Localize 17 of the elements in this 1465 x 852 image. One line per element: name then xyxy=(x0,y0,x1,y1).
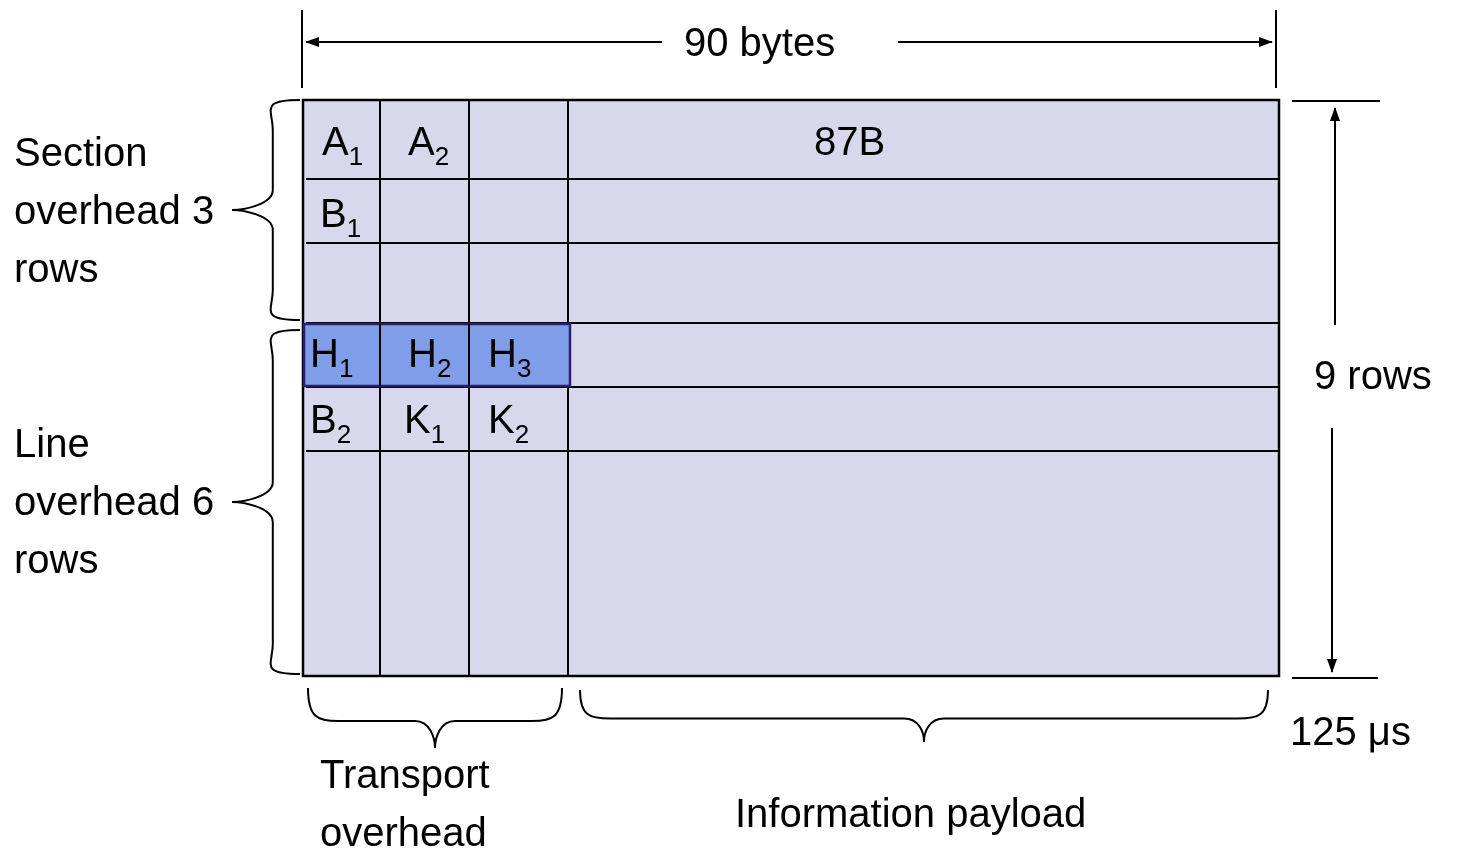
dimension-label: 9 rows xyxy=(1314,352,1432,399)
dimension-label: 90 bytes xyxy=(684,19,836,66)
byte-label: B$_{2}$ xyxy=(310,396,352,448)
byte-label: K$_{1}$ xyxy=(404,396,446,448)
byte-label: H$_{1}$ xyxy=(310,330,354,382)
byte-label: A$_{2}$ xyxy=(408,118,450,170)
duration-label: 125 μs xyxy=(1290,708,1411,755)
row-group-label: Section overhead 3 rows xyxy=(14,129,216,292)
row-group-label: Line overhead 6 rows xyxy=(14,420,216,583)
byte-label: K$_{2}$ xyxy=(488,396,530,448)
column-count-label: 87B xyxy=(814,118,886,165)
region-label: Information payload xyxy=(735,790,1087,837)
region-label: Transport overhead xyxy=(320,751,491,852)
byte-label: H$_{2}$ xyxy=(408,330,452,382)
byte-label: A$_{1}$ xyxy=(322,118,364,170)
byte-label: B$_{1}$ xyxy=(320,190,362,242)
byte-label: H$_{3}$ xyxy=(488,330,532,382)
